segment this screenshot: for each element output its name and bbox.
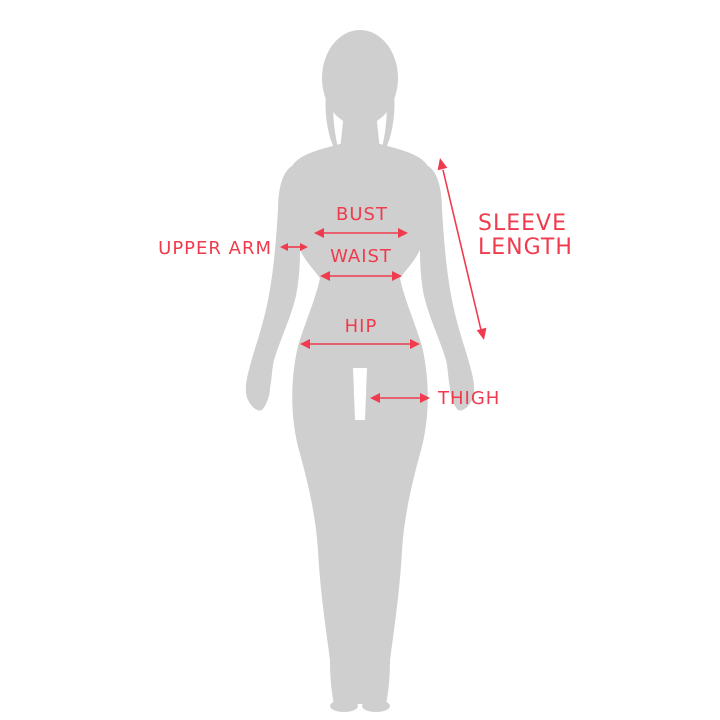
thigh-arrowhead-left	[370, 393, 380, 403]
sleeve-length-measurement: SLEEVE LENGTH	[437, 158, 573, 340]
left-foot-shape	[330, 700, 358, 712]
bust-label: BUST	[336, 204, 388, 225]
hip-arrowhead-right	[410, 339, 420, 349]
left-arm-shape	[245, 166, 300, 411]
hip-label: HIP	[345, 316, 378, 337]
upper-arm-arrowhead-right	[300, 243, 308, 251]
right-arm-shape	[420, 166, 475, 411]
hip-arrowhead-left	[300, 339, 310, 349]
sleeve-length-label-line2: LENGTH	[478, 235, 573, 260]
hair-right-shape	[382, 90, 395, 148]
hair-left-shape	[325, 90, 338, 148]
bust-arrowhead-left	[314, 228, 324, 238]
neck-shape	[340, 112, 380, 150]
leg-gap-shape	[353, 368, 367, 420]
body-silhouette	[245, 30, 475, 712]
sleeve-arrowhead-top	[437, 158, 448, 171]
upper-arm-arrowhead-left	[280, 243, 288, 251]
thigh-label: THIGH	[437, 388, 500, 409]
head-shape	[322, 30, 398, 126]
sleeve-arrow-line	[442, 169, 482, 331]
sleeve-arrowhead-bottom	[476, 327, 487, 340]
bust-measurement: BUST	[314, 204, 408, 238]
waist-arrowhead-right	[392, 271, 402, 281]
waist-label: WAIST	[330, 246, 392, 267]
upper-arm-label: UPPER ARM	[158, 238, 272, 259]
sleeve-length-label-line1: SLEEVE	[478, 211, 567, 236]
waist-measurement: WAIST	[320, 246, 402, 281]
thigh-measurement: THIGH	[370, 388, 500, 409]
hip-measurement: HIP	[300, 316, 420, 349]
right-foot-shape	[362, 700, 390, 712]
upper-arm-measurement: UPPER ARM	[158, 238, 308, 259]
waist-arrowhead-left	[320, 271, 330, 281]
torso-legs-shape	[284, 144, 436, 704]
bust-arrowhead-right	[398, 228, 408, 238]
thigh-arrowhead-right	[420, 393, 430, 403]
